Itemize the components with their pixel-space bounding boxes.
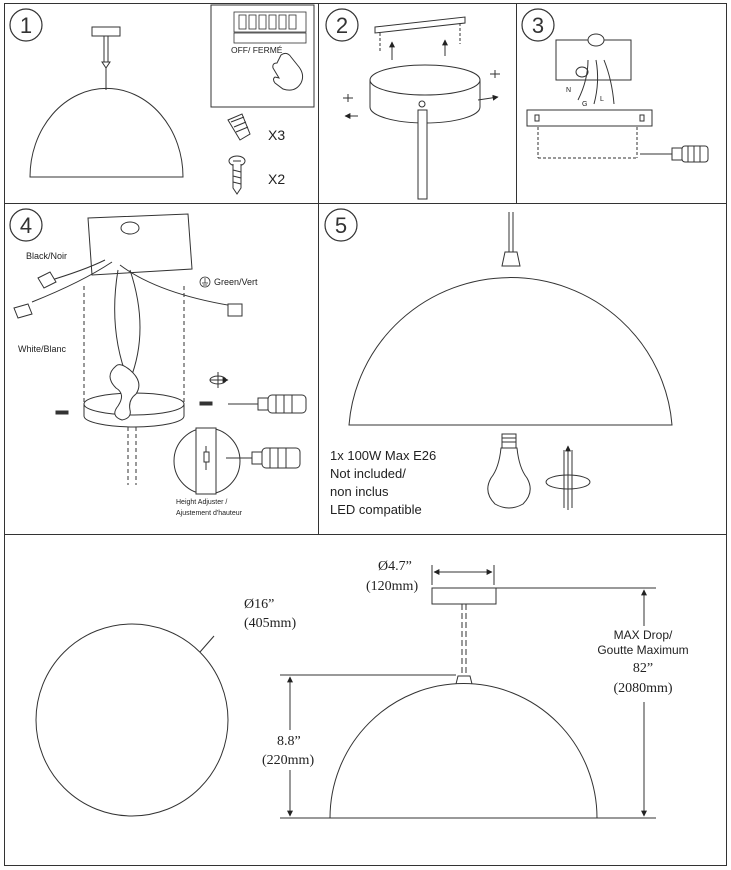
crossbar-bracket-illustration — [526, 109, 653, 159]
light-bulb-icon — [487, 433, 531, 509]
wire-label-g: G — [582, 101, 587, 108]
height-adjuster-label: Height Adjuster / — [176, 499, 227, 506]
max-drop-label-fr: Goutte Maximum — [597, 643, 688, 657]
step-3-panel: 3 N G L — [521, 8, 709, 163]
max-drop-mm: (2080mm) — [613, 681, 672, 696]
hand-icon — [272, 52, 304, 91]
max-drop-dimension — [496, 587, 656, 819]
height-adjuster-detail — [173, 427, 241, 495]
canopy-illustration — [369, 64, 481, 200]
canopy-diameter-label: Ø4.7” — [378, 559, 412, 574]
shade-height-dimension — [280, 674, 456, 819]
step-5-badge — [324, 208, 358, 242]
bulb-spec-4: LED compatible — [330, 502, 422, 517]
step-3-badge — [521, 8, 555, 42]
max-drop-label: MAX Drop/ — [614, 628, 673, 642]
side-screw-icons — [55, 401, 213, 415]
step-1-badge — [9, 8, 43, 42]
step-4-number: 4 — [20, 213, 32, 238]
canopy-diameter-mm: (120mm) — [366, 579, 418, 594]
screwdriver-icon-lower — [226, 447, 301, 469]
shade-diameter-label: Ø16” — [244, 597, 274, 612]
pendant-lamp-illustration — [29, 26, 184, 178]
screwdriver-icon — [640, 145, 709, 163]
junction-box-wiring-illustration — [31, 213, 241, 381]
shade-diameter-mm: (405mm) — [244, 616, 296, 631]
shade-top-view — [35, 623, 229, 817]
bulb-spec-1: 1x 100W Max E26 — [330, 448, 436, 463]
rotate-install-icon — [545, 445, 591, 510]
wire-nut-icons — [13, 271, 243, 319]
white-wire-label: White/Blanc — [18, 344, 67, 354]
black-wire-label: Black/Noir — [26, 251, 67, 261]
sheet-border — [4, 3, 727, 866]
step-5-panel: 5 1x 100W Max E26 Not included/ non incl… — [324, 208, 673, 517]
step-2-number: 2 — [336, 13, 348, 38]
mounting-bracket-illustration — [374, 16, 466, 60]
canopy-with-loop-illustration — [83, 286, 185, 485]
bulb-spec-2: Not included/ — [330, 466, 406, 481]
green-wire-label: Green/Vert — [214, 277, 258, 287]
step-1-number: 1 — [20, 13, 32, 38]
shade-height-label: 8.8” — [277, 734, 301, 749]
assembled-lamp-illustration — [348, 212, 673, 426]
wire-label-n: N — [566, 87, 571, 94]
connector-quantity: X3 — [268, 127, 285, 143]
wire-connector-icon — [227, 113, 251, 141]
height-adjuster-label-fr: Ajustement d'hauteur — [176, 510, 243, 517]
screwdriver-icon-upper — [228, 394, 307, 414]
breaker-panel-illustration: OFF/ FERMÉ — [210, 4, 315, 108]
step-5-number: 5 — [335, 213, 347, 238]
breaker-off-label: OFF/ FERMÉ — [231, 45, 283, 55]
wire-label-l: L — [600, 96, 604, 103]
step-4-badge — [9, 208, 43, 242]
step-4-panel: 4 Black/Noir Green/Vert White/Blanc — [9, 208, 307, 517]
rotate-arrow-icon — [209, 372, 229, 388]
step-2-panel: 2 — [325, 8, 500, 200]
screw-quantity: X2 — [268, 171, 285, 187]
shade-height-mm: (220mm) — [262, 753, 314, 768]
screw-icon — [228, 155, 246, 195]
junction-box-illustration — [555, 33, 632, 105]
step-1-panel: 1 OFF/ FERMÉ — [9, 4, 315, 195]
canopy-dimension — [431, 565, 495, 585]
max-drop-value: 82” — [633, 661, 653, 676]
lamp-side-view — [329, 587, 598, 819]
screw-removal-icon — [343, 70, 500, 119]
ground-symbol-icon — [199, 276, 211, 288]
bulb-spec-3: non inclus — [330, 484, 389, 499]
step-2-badge — [325, 8, 359, 42]
step-3-number: 3 — [532, 13, 544, 38]
dimensions-panel: Ø16” (405mm) Ø4.7” (120mm) 8.8” (22 — [35, 559, 689, 819]
